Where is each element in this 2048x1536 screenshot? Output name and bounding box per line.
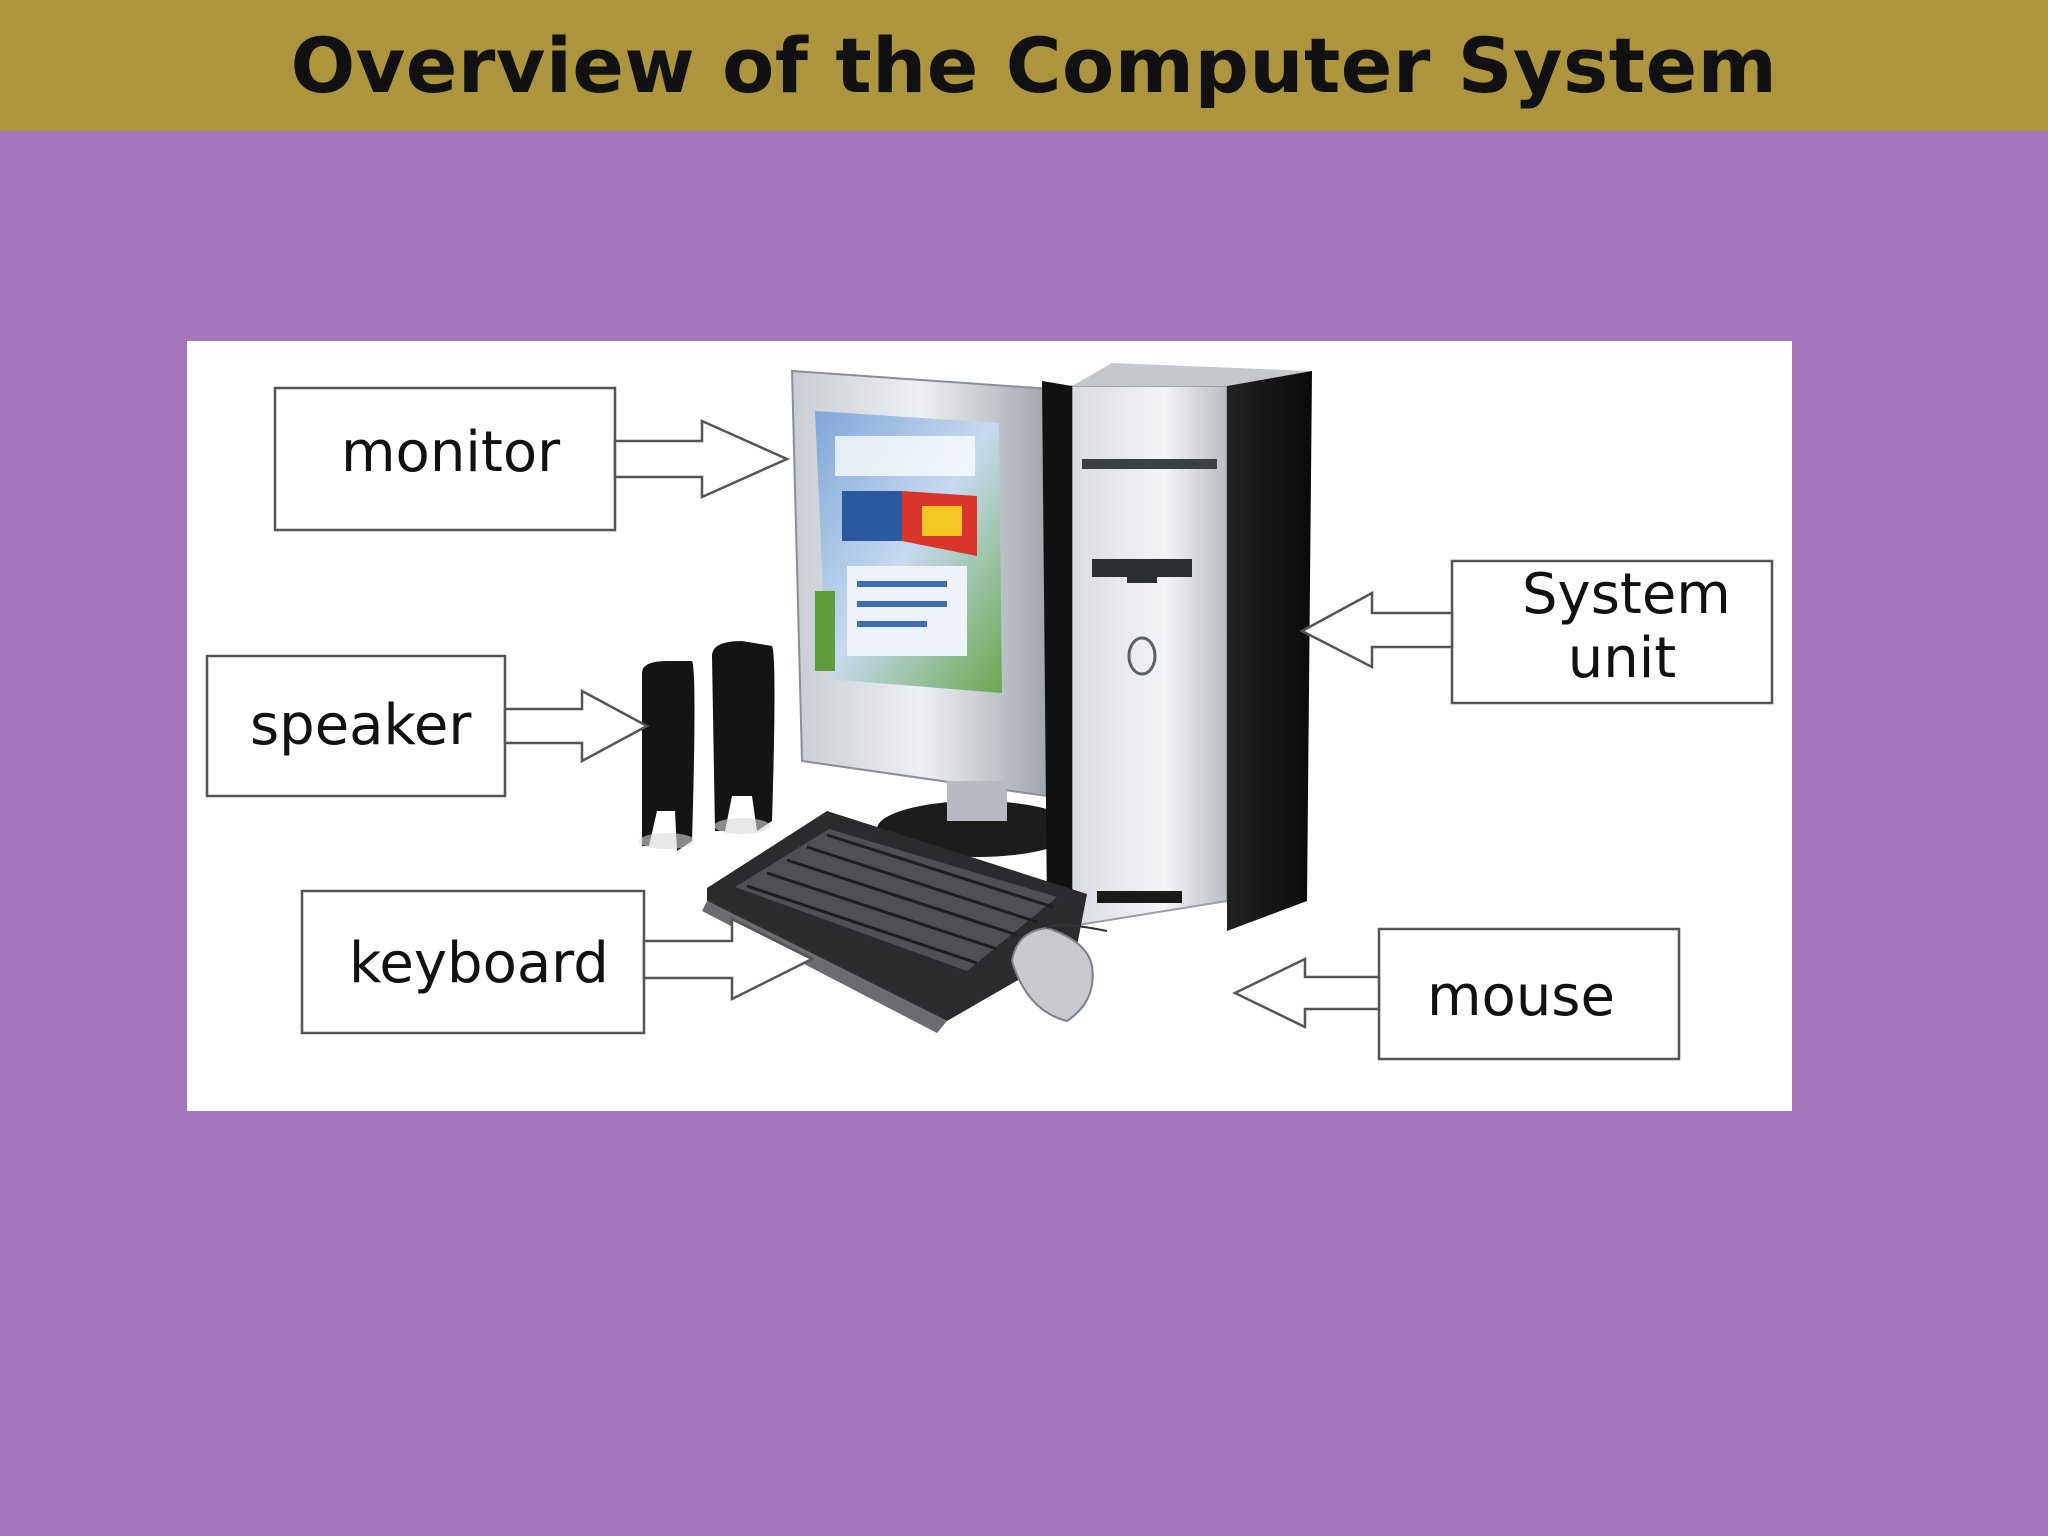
speaker-graphic <box>639 641 775 851</box>
monitor-graphic <box>790 369 1077 857</box>
mouse-graphic <box>1010 924 1108 1023</box>
monitor-label: monitor <box>341 420 561 485</box>
computer-illustration <box>205 363 1774 1061</box>
computer-system-figure: monitor speaker keyboard System unit mou… <box>187 341 1792 1111</box>
system-unit-graphic <box>1042 363 1312 931</box>
speaker-callout <box>205 654 650 798</box>
system-unit-callout <box>1299 559 1774 705</box>
mouse-callout <box>1232 927 1681 1061</box>
system-unit-label: System unit <box>1522 562 1731 692</box>
title-band: Overview of the Computer System <box>0 0 2048 131</box>
slide-title: Overview of the Computer System <box>290 21 1778 110</box>
monitor-callout <box>273 386 791 532</box>
keyboard-label: keyboard <box>349 931 609 996</box>
system-unit-label-line1: System <box>1522 562 1731 627</box>
mouse-label: mouse <box>1427 964 1615 1029</box>
speaker-label: speaker <box>250 693 472 758</box>
keyboard-callout <box>300 889 815 1035</box>
system-unit-label-line2: unit <box>1567 626 1677 692</box>
